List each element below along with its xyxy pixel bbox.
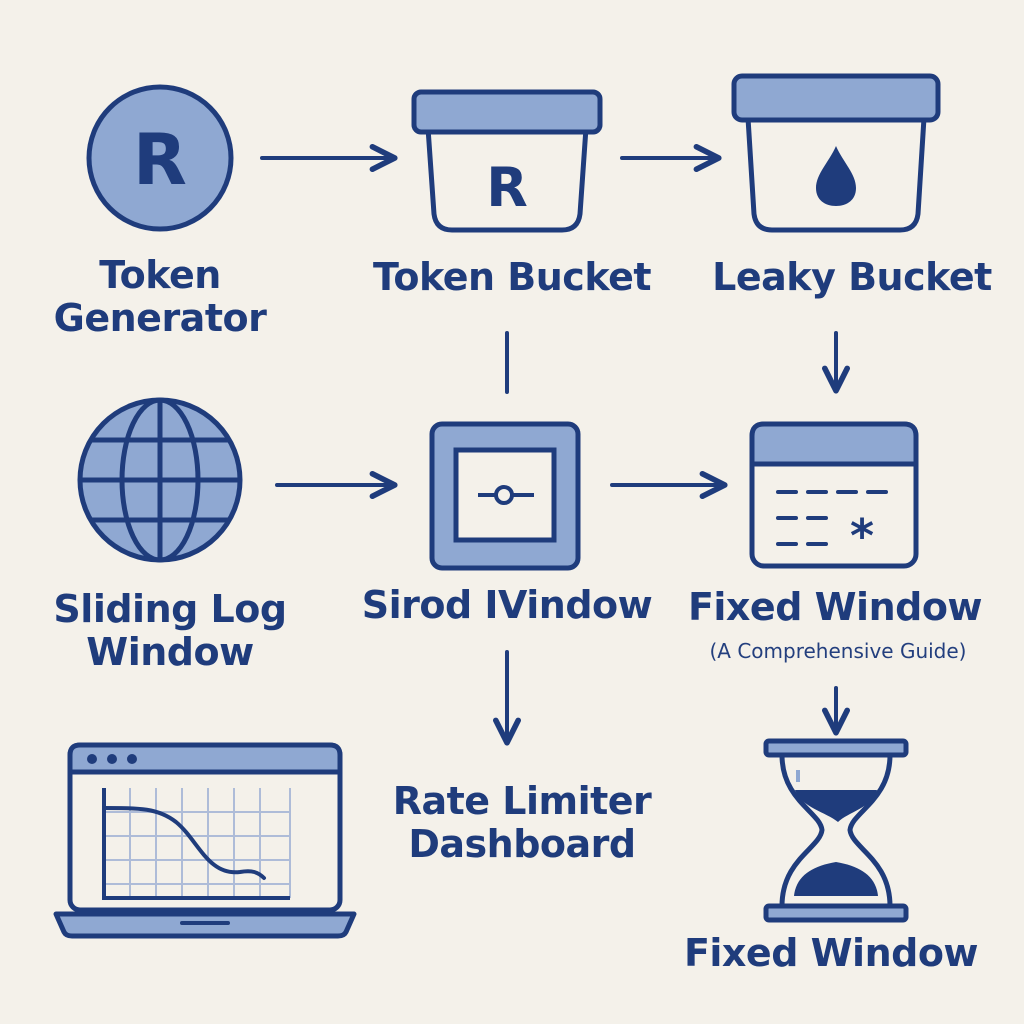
token-generator-label-line2: Generator: [53, 295, 267, 340]
bucket-with-r-icon: R: [411, 89, 603, 233]
window-slider-icon: [429, 421, 581, 571]
hourglass-icon: [763, 738, 909, 923]
token-generator-label-line1: Token: [99, 253, 221, 297]
fixed-window-label: Fixed Window: [687, 585, 983, 629]
dashboard-label-line2: Dashboard: [408, 821, 636, 866]
laptop-chart-icon: [53, 742, 357, 939]
dashboard-label-line1: Rate Limiter: [392, 779, 652, 823]
sliding-log-label-line1: Sliding Log: [53, 587, 287, 631]
sliding-log-label: Sliding Log Window: [40, 588, 300, 673]
fixed-window-sublabel: (A Comprehensive Guide): [709, 639, 967, 663]
token-generator-label: Token Generator: [40, 254, 280, 339]
coin-letter: R: [133, 119, 187, 201]
calendar-icon: *: [749, 421, 919, 569]
token-bucket-label: Token Bucket: [372, 255, 652, 299]
fixed-window-bottom-label: Fixed Window: [683, 931, 979, 975]
bucket-letter: R: [486, 156, 528, 219]
dashboard-label: Rate Limiter Dashboard: [372, 780, 672, 865]
sliding-window-label: Sirod IVindow: [361, 583, 653, 627]
sliding-log-label-line2: Window: [86, 629, 254, 674]
globe-icon: [77, 397, 243, 563]
r-coin-icon: R: [86, 84, 234, 232]
leaky-bucket-label: Leaky Bucket: [712, 255, 992, 299]
bucket-with-drop-icon: [731, 73, 941, 233]
calendar-mark: *: [850, 509, 874, 563]
water-drop-icon: [816, 146, 856, 206]
